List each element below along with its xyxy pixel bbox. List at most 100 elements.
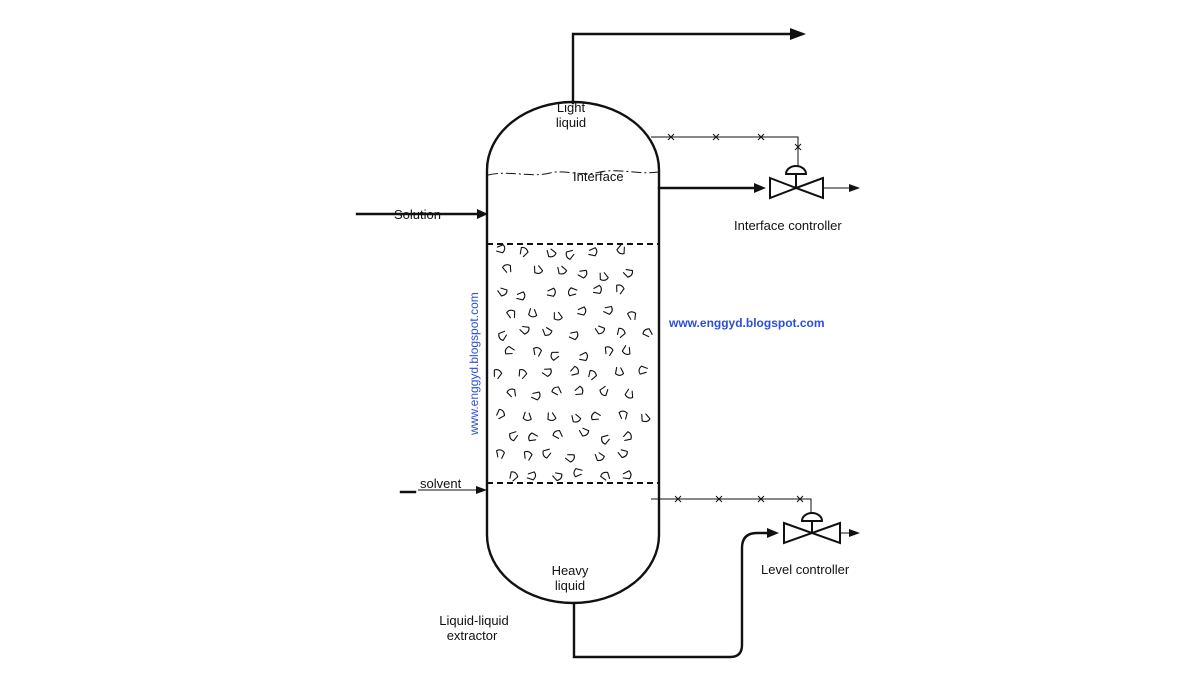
packing-piece xyxy=(570,365,579,376)
packing-piece xyxy=(493,369,503,380)
packing-piece xyxy=(594,325,606,335)
packing-piece xyxy=(509,471,519,482)
interface-outlet-arrow xyxy=(754,183,766,193)
packing-piece xyxy=(565,249,575,260)
packing-piece xyxy=(523,450,533,461)
packing-piece xyxy=(546,248,557,258)
packing-piece xyxy=(496,449,506,459)
bottoms-arrow xyxy=(767,528,779,538)
packing-piece xyxy=(616,284,625,295)
packing-piece xyxy=(541,368,552,378)
packing-piece xyxy=(533,346,543,357)
packing-piece xyxy=(622,470,632,480)
level-signal-line xyxy=(651,498,812,516)
packing-piece xyxy=(519,325,530,335)
packing-piece xyxy=(604,346,614,357)
watermark-horizontal: www.enggyd.blogspot.com xyxy=(668,316,825,330)
packing-piece xyxy=(594,452,605,462)
packing-piece xyxy=(496,408,506,420)
packing-piece xyxy=(599,272,609,281)
packing-piece xyxy=(564,454,575,463)
light-liquid-label-line1: Light xyxy=(557,100,586,115)
packing-piece xyxy=(641,413,651,423)
packing-piece xyxy=(518,369,528,380)
packing-piece xyxy=(617,449,628,459)
packing-piece xyxy=(567,287,578,297)
random-packing xyxy=(493,244,653,482)
packing-piece xyxy=(533,265,544,274)
vessel-name-line2: extractor xyxy=(447,628,498,643)
packing-piece xyxy=(600,471,611,481)
level-controller-label: Level controller xyxy=(761,562,850,577)
packing-piece xyxy=(516,291,526,301)
packing-piece xyxy=(642,328,653,338)
packing-piece xyxy=(546,287,556,297)
packing-piece xyxy=(618,410,628,420)
extractor-vessel xyxy=(485,100,661,605)
packing-piece xyxy=(542,327,553,336)
packing-piece xyxy=(616,244,625,255)
packing-piece xyxy=(522,411,532,421)
light-liquid-label-line2: liquid xyxy=(556,115,586,130)
packing-piece xyxy=(616,327,626,339)
packing-piece xyxy=(557,265,568,275)
interface-label: Interface xyxy=(573,169,624,184)
packing-piece xyxy=(588,247,598,257)
packing-piece xyxy=(528,432,538,442)
packing-piece xyxy=(498,330,508,341)
overhead-arrow xyxy=(790,28,806,40)
packing-piece xyxy=(530,391,541,401)
packing-piece xyxy=(552,472,563,482)
packing-piece xyxy=(502,264,512,273)
interface-signal-marks xyxy=(667,133,802,151)
packing-piece xyxy=(579,351,589,362)
packing-piece xyxy=(577,269,588,279)
packing-piece xyxy=(623,431,632,441)
packing-piece xyxy=(614,366,625,376)
interface-controller-label: Interface controller xyxy=(734,218,842,233)
packing-piece xyxy=(577,306,587,316)
level-control-valve xyxy=(783,512,841,545)
packing-piece xyxy=(552,430,563,439)
packing-piece xyxy=(519,246,529,258)
packing-piece xyxy=(603,305,613,315)
bottoms-heavy-liquid-line xyxy=(572,531,772,659)
packing-piece xyxy=(573,468,583,478)
interface-valve-outlet-arrow xyxy=(849,184,860,192)
packing-piece xyxy=(599,385,609,397)
packing-piece xyxy=(627,311,637,321)
packing-piece xyxy=(509,431,518,442)
packing-piece xyxy=(578,427,590,437)
level-valve-outlet-arrow xyxy=(849,529,860,537)
watermark-vertical: www.enggyd.blogspot.com xyxy=(467,292,481,436)
packing-piece xyxy=(542,448,552,459)
packing-piece xyxy=(504,345,515,355)
packing-piece xyxy=(547,412,557,421)
overhead-light-liquid-line xyxy=(571,32,804,105)
heavy-liquid-label-line1: Heavy xyxy=(552,563,589,578)
interface-signal-line xyxy=(651,136,799,168)
packing-piece xyxy=(601,434,610,445)
packing-piece xyxy=(526,471,537,481)
packing-piece xyxy=(638,365,648,375)
vessel-name-line1: Liquid-liquid xyxy=(439,613,508,628)
packing-piece xyxy=(574,385,584,396)
solvent-feed-arrow xyxy=(476,486,487,494)
packing-piece xyxy=(550,351,560,361)
packing-piece xyxy=(506,388,517,398)
packing-piece xyxy=(528,308,538,318)
heavy-liquid-label-line2: liquid xyxy=(555,578,585,593)
packing-piece xyxy=(496,244,506,254)
packing-piece xyxy=(506,309,516,319)
solution-label: Solution xyxy=(394,207,441,222)
level-signal-marks xyxy=(674,495,804,503)
packing-piece xyxy=(622,268,634,278)
solvent-label: solvent xyxy=(420,476,462,491)
packing-piece xyxy=(568,331,579,341)
packing-piece xyxy=(591,411,601,421)
packing-piece xyxy=(593,284,602,294)
packing-piece xyxy=(553,311,563,321)
packing-piece xyxy=(621,345,631,355)
packing-piece xyxy=(624,388,634,399)
